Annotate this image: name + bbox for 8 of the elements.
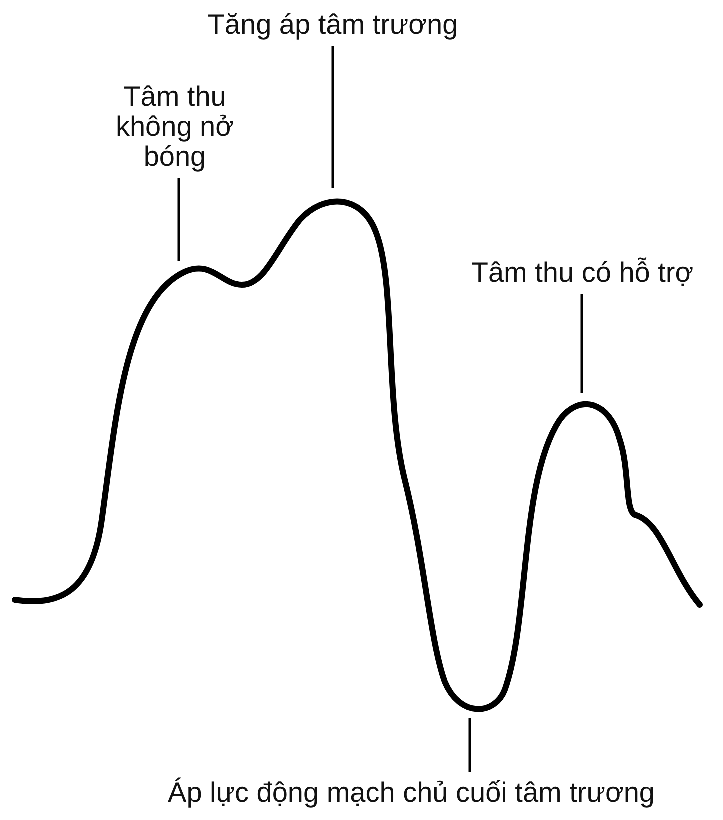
callout-label: Áp lực động mạch chủ cuối tâm trương — [100, 778, 723, 808]
callout-label: Tăng áp tâm trương — [163, 10, 503, 40]
leader-line — [580, 294, 584, 393]
callout-label: Tâm thu không nở bóng — [95, 82, 255, 172]
callout-label: Tâm thu có hỗ trợ — [445, 258, 720, 288]
leader-line — [468, 718, 472, 772]
leader-line — [332, 46, 334, 188]
leader-line — [178, 178, 180, 261]
